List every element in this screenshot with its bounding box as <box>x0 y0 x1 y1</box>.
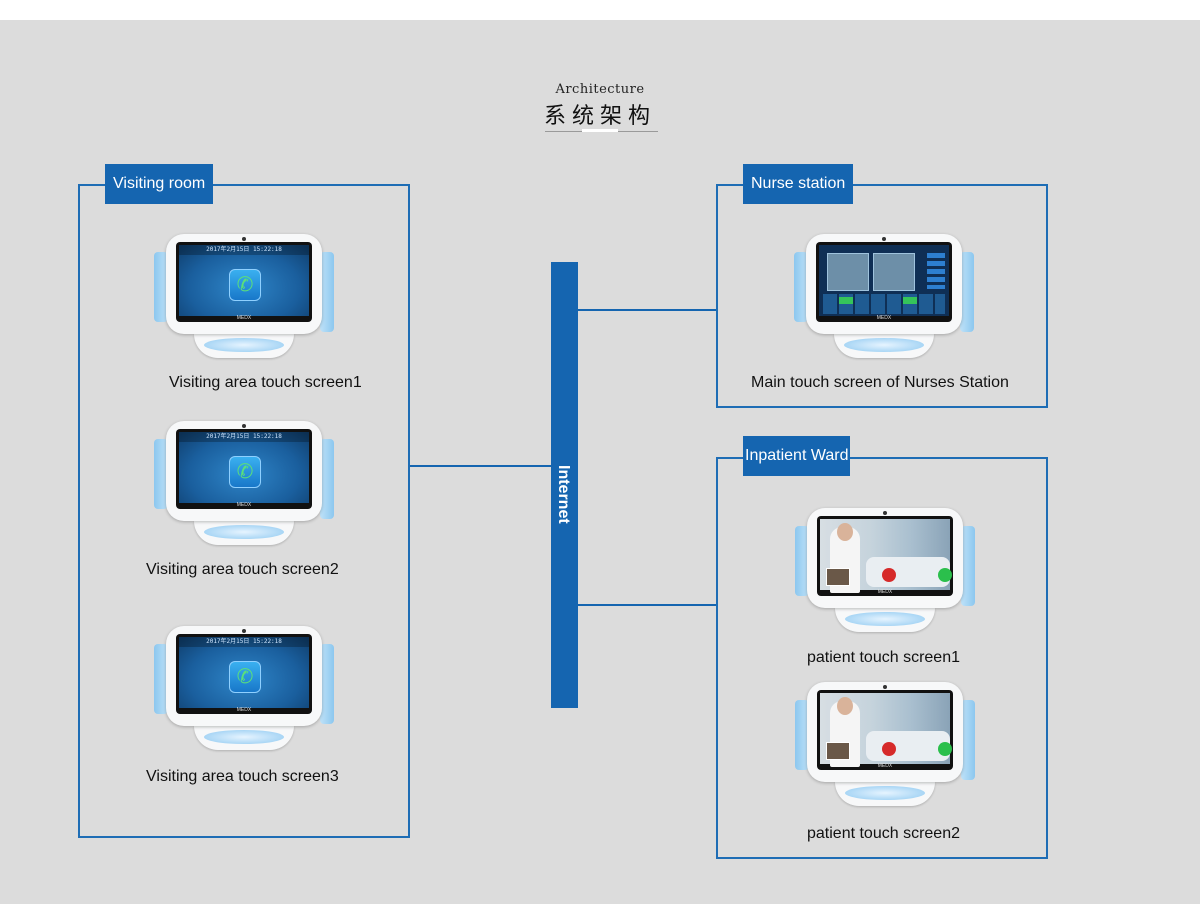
device-caption: patient touch screen1 <box>807 649 960 666</box>
hang-up-icon <box>882 568 896 582</box>
patient-touch-screen-1: MEDX <box>795 508 975 636</box>
device-screen: 2017年2月15日 15:22:18 MEDX <box>176 429 312 509</box>
device-caption: Visiting area touch screen1 <box>169 374 362 391</box>
visiting-room-group <box>78 184 410 838</box>
heading-english: Architecture <box>555 82 645 97</box>
call-screen: 2017年2月15日 15:22:18 <box>179 245 309 316</box>
device-brand: MEDX <box>877 589 893 595</box>
device-screen: 2017年2月15日 15:22:18 MEDX <box>176 634 312 714</box>
device-handle-left <box>795 700 809 770</box>
device-handle-left <box>794 252 808 322</box>
visiting-room-title: Visiting room <box>105 164 214 204</box>
device-caption: Visiting area touch screen2 <box>146 561 339 578</box>
camera-icon <box>242 237 246 241</box>
heading-chinese: 系统架构 <box>543 104 656 129</box>
device-handle-right <box>961 700 975 780</box>
active-bed-indicator <box>903 297 917 304</box>
inpatient-ward-title: Inpatient Ward <box>743 436 851 476</box>
patient-touch-screen-2: MEDX <box>795 682 975 810</box>
device-handle-right <box>960 252 974 332</box>
device-caption: Visiting area touch screen3 <box>146 768 339 785</box>
patient-bed <box>866 731 950 761</box>
camera-icon <box>882 237 886 241</box>
device-handle-right <box>320 439 334 519</box>
device-body: MEDX <box>807 508 963 608</box>
device-screen: MEDX <box>817 690 953 770</box>
device-handle-left <box>154 644 168 714</box>
device-base <box>194 334 294 358</box>
device-base <box>835 782 935 806</box>
link-internet-to-nurse <box>578 309 718 311</box>
control-buttons <box>927 253 945 289</box>
device-base <box>194 521 294 545</box>
visiting-touch-screen-1: 2017年2月15日 15:22:18 MEDX <box>154 234 334 362</box>
device-brand: MEDX <box>236 315 252 321</box>
device-body: 2017年2月15日 15:22:18 MEDX <box>166 626 322 726</box>
device-body: MEDX <box>806 234 962 334</box>
doctor-head <box>837 523 853 541</box>
device-handle-right <box>320 252 334 332</box>
device-brand: MEDX <box>236 502 252 508</box>
video-panel-1 <box>827 253 869 291</box>
self-view-thumbnail <box>826 568 850 586</box>
device-base <box>194 726 294 750</box>
visiting-touch-screen-2: 2017年2月15日 15:22:18 MEDX <box>154 421 334 549</box>
nurse-station-title: Nurse station <box>743 164 854 204</box>
call-screen: 2017年2月15日 15:22:18 <box>179 432 309 503</box>
monitor-screen <box>819 245 949 316</box>
screen-status-bar: 2017年2月15日 15:22:18 <box>179 245 309 255</box>
internet-label: Internet <box>555 465 572 524</box>
phone-call-icon <box>229 661 261 693</box>
device-handle-right <box>320 644 334 724</box>
device-brand: MEDX <box>236 707 252 713</box>
camera-icon <box>883 511 887 515</box>
screen-status-bar: 2017年2月15日 15:22:18 <box>179 637 309 647</box>
device-screen: MEDX <box>817 516 953 596</box>
call-screen: 2017年2月15日 15:22:18 <box>179 637 309 708</box>
nurse-station-group <box>716 184 1048 408</box>
link-internet-to-ward <box>578 604 718 606</box>
device-caption: patient touch screen2 <box>807 825 960 842</box>
device-brand: MEDX <box>877 763 893 769</box>
video-panel-2 <box>873 253 915 291</box>
device-caption: Main touch screen of Nurses Station <box>751 374 1009 391</box>
inpatient-ward-group <box>716 457 1048 859</box>
answer-call-icon <box>938 568 952 582</box>
video-call-screen <box>820 693 952 767</box>
link-visiting-to-internet <box>410 465 551 467</box>
visiting-touch-screen-3: 2017年2月15日 15:22:18 MEDX <box>154 626 334 754</box>
camera-icon <box>242 629 246 633</box>
top-strip <box>0 0 1200 20</box>
nurse-main-touch-screen: MEDX <box>794 234 974 362</box>
device-handle-left <box>795 526 809 596</box>
device-screen: MEDX <box>816 242 952 322</box>
device-handle-right <box>961 526 975 606</box>
doctor-head <box>837 697 853 715</box>
active-bed-indicator <box>839 297 853 304</box>
device-handle-left <box>154 252 168 322</box>
device-base <box>834 334 934 358</box>
screen-status-bar: 2017年2月15日 15:22:18 <box>179 432 309 442</box>
device-screen: 2017年2月15日 15:22:18 MEDX <box>176 242 312 322</box>
self-view-thumbnail <box>826 742 850 760</box>
answer-call-icon <box>938 742 952 756</box>
device-body: MEDX <box>807 682 963 782</box>
device-base <box>835 608 935 632</box>
patient-bed <box>866 557 950 587</box>
camera-icon <box>883 685 887 689</box>
device-body: 2017年2月15日 15:22:18 MEDX <box>166 421 322 521</box>
device-handle-left <box>154 439 168 509</box>
internet-backbone <box>551 262 578 708</box>
device-brand: MEDX <box>876 315 892 321</box>
heading-underline-accent <box>582 129 618 132</box>
hang-up-icon <box>882 742 896 756</box>
camera-icon <box>242 424 246 428</box>
video-call-screen <box>820 519 952 593</box>
device-body: 2017年2月15日 15:22:18 MEDX <box>166 234 322 334</box>
phone-call-icon <box>229 456 261 488</box>
phone-call-icon <box>229 269 261 301</box>
internet-label-wrap: Internet <box>551 262 578 708</box>
